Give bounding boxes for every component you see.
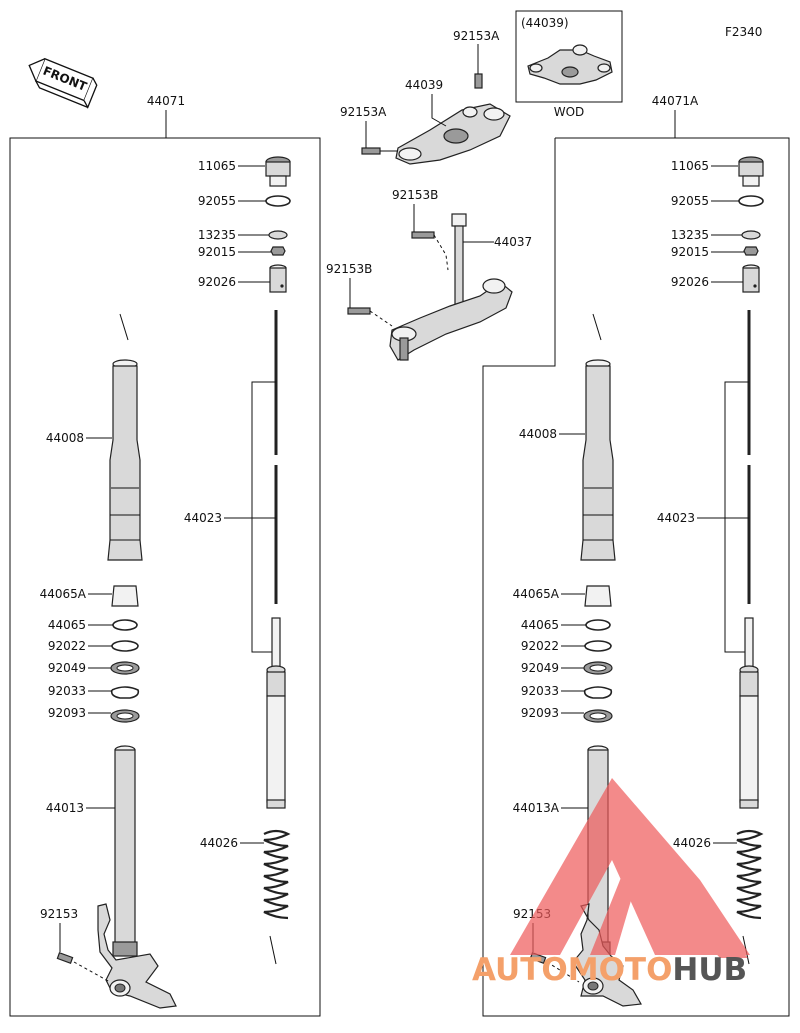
left-washer-92022 [111, 640, 139, 652]
label-left-44065: 44065 [48, 618, 86, 632]
left-snap-ring-92033 [110, 686, 140, 699]
label-left-92093: 92093 [48, 706, 86, 720]
label-left-44008: 44008 [46, 431, 84, 445]
left-axle-bracket [97, 903, 177, 1009]
left-fork: 11065 92055 13235 92015 92026 44023 [40, 156, 291, 1009]
label-right-92049: 92049 [521, 661, 559, 675]
label-left-44026: 44026 [200, 836, 238, 850]
bolt-92153b-top [411, 231, 435, 239]
label-92153b-top: 92153B [392, 188, 438, 202]
watermark-part2: MOTO [568, 952, 673, 988]
left-fork-assembly-label: 44071 [147, 94, 185, 108]
label-left-92026: 92026 [198, 275, 236, 289]
label-left-44013: 44013 [46, 801, 84, 815]
steering-stem-lower-clamp [389, 213, 513, 361]
right-nut-13235 [741, 230, 761, 240]
label-left-44023: 44023 [184, 511, 222, 525]
left-top-cap-11065 [265, 156, 291, 187]
left-bushing-44065 [112, 619, 138, 631]
right-bolt-92153 [529, 952, 547, 964]
right-bushing-44065a [584, 585, 612, 607]
label-right-44013a: 44013A [513, 801, 560, 815]
watermark-part1: AUTO [472, 952, 568, 988]
label-92153a-left: 92153A [340, 105, 387, 119]
label-right-92022: 92022 [521, 639, 559, 653]
figure-code: F2340 [725, 25, 762, 39]
label-left-92033: 92033 [48, 684, 86, 698]
left-nut-92015 [270, 246, 286, 256]
right-spring-44026 [736, 829, 764, 920]
right-outer-tube-44008 [580, 359, 616, 561]
label-right-92033: 92033 [521, 684, 559, 698]
left-bushing-44065a [111, 585, 139, 607]
label-right-92026: 92026 [671, 275, 709, 289]
label-right-92055: 92055 [671, 194, 709, 208]
label-left-11065: 11065 [198, 159, 236, 173]
right-bushing-44065 [585, 619, 611, 631]
right-washer-92022 [584, 640, 612, 652]
right-oring-92055 [738, 195, 764, 207]
variant-box-part: (44039) [521, 16, 569, 30]
label-44039: 44039 [405, 78, 443, 92]
watermark-logo [510, 778, 750, 958]
label-right-44065: 44065 [521, 618, 559, 632]
label-left-92049: 92049 [48, 661, 86, 675]
label-left-92015: 92015 [198, 245, 236, 259]
left-inner-tube-44013 [112, 745, 138, 957]
left-collar-92026 [269, 264, 287, 293]
label-right-11065: 11065 [671, 159, 709, 173]
right-fork-assembly-label: 44071A [652, 94, 699, 108]
label-left-92153: 92153 [40, 907, 78, 921]
label-left-13235: 13235 [198, 228, 236, 242]
variant-box [515, 10, 623, 103]
left-oring-92055 [265, 195, 291, 207]
left-outer-tube-44008 [107, 359, 143, 561]
label-left-44065a: 44065A [40, 587, 87, 601]
label-44037: 44037 [494, 235, 532, 249]
label-right-44023: 44023 [657, 511, 695, 525]
watermark-part3: HUB [672, 952, 747, 988]
bolt-92153b-left [347, 307, 371, 315]
right-damper-cartridge [739, 617, 759, 809]
right-fork-assembly-box [482, 137, 790, 1017]
label-right-44026: 44026 [673, 836, 711, 850]
right-top-cap-11065 [738, 156, 764, 187]
label-right-44008: 44008 [519, 427, 557, 441]
right-nut-92015 [743, 246, 759, 256]
left-bolt-92153 [56, 952, 74, 964]
left-spring-44026 [263, 829, 291, 920]
bolt-92153a-left [361, 147, 381, 155]
bolt-92153a-top [474, 73, 483, 89]
right-fork: 11065 92055 13235 92015 92026 44023 [513, 156, 764, 1007]
label-left-92055: 92055 [198, 194, 236, 208]
right-collar-92026 [742, 264, 760, 293]
variant-box-caption: WOD [554, 105, 585, 119]
watermark-text: AUTOMOTOHUB [472, 952, 747, 988]
left-fork-assembly-box [9, 137, 321, 1017]
label-right-92093: 92093 [521, 706, 559, 720]
front-arrow-icon: FRONT [28, 57, 98, 109]
label-right-44065a: 44065A [513, 587, 560, 601]
variant-upper-clamp [527, 44, 613, 85]
upper-triple-clamp [395, 103, 511, 165]
label-right-13235: 13235 [671, 228, 709, 242]
label-92153b-left: 92153B [326, 262, 372, 276]
label-right-92015: 92015 [671, 245, 709, 259]
watermark-triangle-inner [590, 830, 748, 958]
left-nut-13235 [268, 230, 288, 240]
label-92153a-top: 92153A [453, 29, 500, 43]
left-damper-cartridge [266, 617, 286, 809]
label-left-92022: 92022 [48, 639, 86, 653]
right-snap-ring-92033 [583, 686, 613, 699]
